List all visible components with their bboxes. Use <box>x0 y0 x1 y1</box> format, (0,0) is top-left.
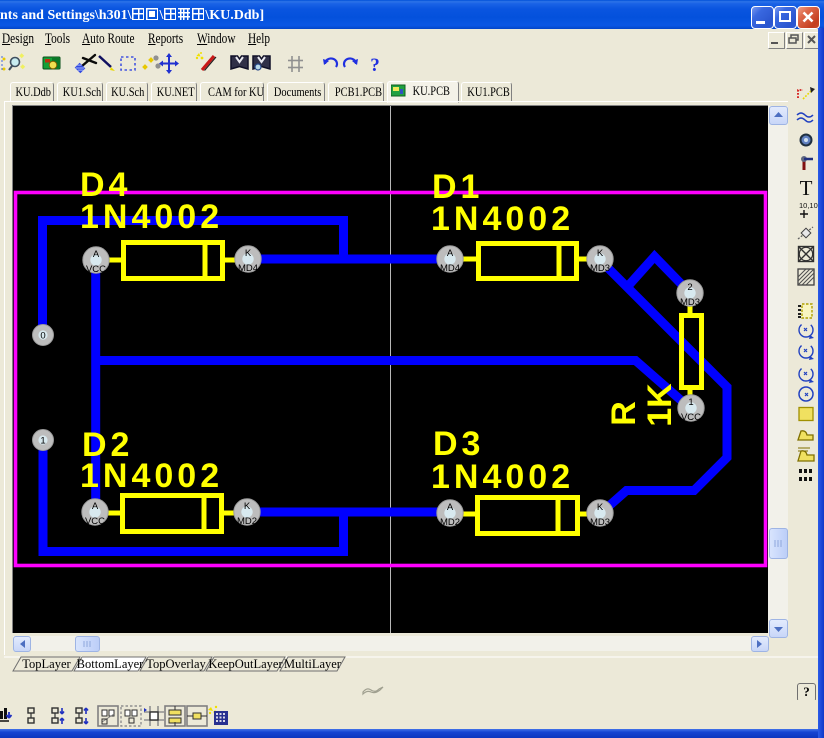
svg-text:KeepOutLayer: KeepOutLayer <box>208 657 283 671</box>
svg-text:MD3: MD3 <box>590 263 610 274</box>
svg-text:TopLayer: TopLayer <box>22 657 71 671</box>
svg-text:1N4002: 1N4002 <box>80 198 223 236</box>
svg-text:VCC: VCC <box>681 412 701 423</box>
svg-text:0: 0 <box>40 331 45 342</box>
svg-text:MultiLayer: MultiLayer <box>284 657 342 671</box>
svg-text:K: K <box>597 502 604 513</box>
svg-text:1N4002: 1N4002 <box>431 200 574 238</box>
svg-text:MD3: MD3 <box>590 517 610 528</box>
svg-text:1: 1 <box>40 436 45 447</box>
svg-text:?: ? <box>370 55 380 76</box>
svg-text:MD4: MD4 <box>440 263 460 274</box>
svg-text:BottomLayer: BottomLayer <box>77 657 144 671</box>
svg-text:1N4002: 1N4002 <box>431 458 574 496</box>
svg-text:MD2: MD2 <box>440 517 460 528</box>
svg-text:1N4002: 1N4002 <box>80 457 223 495</box>
svg-text:MD4: MD4 <box>238 263 258 274</box>
svg-text:VCC: VCC <box>86 264 106 275</box>
svg-text:10,10: 10,10 <box>799 201 818 210</box>
svg-text:D2: D2 <box>82 426 133 464</box>
svg-text:1K: 1K <box>641 383 679 427</box>
svg-text:K: K <box>244 501 251 512</box>
svg-text:K: K <box>597 248 604 259</box>
svg-text:TopOverlay: TopOverlay <box>146 657 206 671</box>
svg-text:1: 1 <box>688 397 693 408</box>
svg-text:K: K <box>245 248 252 259</box>
svg-text:A: A <box>447 248 454 259</box>
svg-text:MD2: MD2 <box>237 516 257 527</box>
svg-text:A: A <box>92 501 99 512</box>
svg-text:T: T <box>800 176 813 200</box>
svg-text:MD3: MD3 <box>680 297 700 308</box>
svg-text:2: 2 <box>687 282 692 293</box>
svg-text:A: A <box>93 249 100 260</box>
svg-text:R: R <box>605 401 643 426</box>
svg-text:D1: D1 <box>432 168 483 206</box>
svg-text:A: A <box>447 502 454 513</box>
svg-text:D3: D3 <box>433 425 484 463</box>
svg-text:VCC: VCC <box>85 516 105 527</box>
svg-text:D4: D4 <box>80 166 131 204</box>
